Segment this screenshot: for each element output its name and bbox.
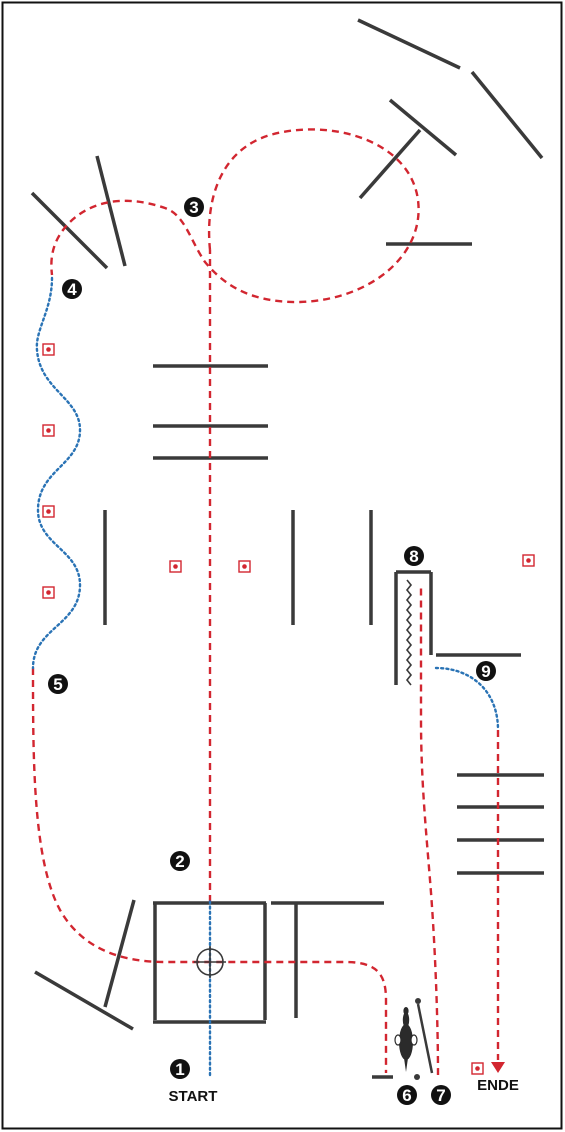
marker-5: 5 <box>48 674 68 694</box>
pole-top-left-b <box>95 155 127 267</box>
marker-7: 7 <box>431 1085 451 1105</box>
pole-end-dot-bottom <box>414 1074 420 1080</box>
pole-top-right-a <box>357 18 461 70</box>
start-label: START <box>169 1088 218 1105</box>
ground-marker <box>238 560 251 573</box>
marker-9: 9 <box>476 661 496 681</box>
route-dashed <box>31 128 500 1076</box>
marker-1-badge <box>170 1059 190 1079</box>
route-serpentine <box>31 276 82 670</box>
marker-6: 6 <box>397 1085 417 1105</box>
target-circle <box>194 946 226 978</box>
route-right-to-8 <box>419 585 440 1076</box>
marker-4: 4 <box>62 279 82 299</box>
marker-8-badge <box>404 546 424 566</box>
pole-end-dot-top <box>415 998 421 1004</box>
horse-icon <box>394 1007 418 1072</box>
pole-bottom-left-b <box>103 899 136 1008</box>
route-curve-9 <box>434 666 500 732</box>
pole-bottom-left-a <box>34 970 134 1031</box>
marker-7-badge <box>431 1085 451 1105</box>
route-left-bottom <box>31 667 388 1073</box>
marker-8: 8 <box>404 546 424 566</box>
route-top-loop <box>50 128 420 304</box>
pole-top-right-c <box>388 98 458 157</box>
ground-marker <box>42 343 55 356</box>
pole-near-horse <box>416 1003 434 1074</box>
marker-5-badge <box>48 674 68 694</box>
pole-top-right-b <box>470 70 544 160</box>
zigzag-wave <box>405 579 413 686</box>
ground-marker <box>522 554 535 567</box>
marker-1: 1 <box>170 1059 190 1079</box>
marker-8-label: 8 <box>409 547 418 566</box>
ground-markers <box>42 343 535 1075</box>
marker-2: 2 <box>170 851 190 871</box>
ground-marker <box>42 505 55 518</box>
marker-1-label: 1 <box>175 1060 184 1079</box>
end-arrow <box>491 1062 505 1073</box>
marker-7-label: 7 <box>436 1086 445 1105</box>
pole-top-right-d <box>358 128 422 200</box>
marker-3-badge <box>184 197 204 217</box>
marker-5-label: 5 <box>53 675 62 694</box>
end-label: ENDE <box>477 1077 519 1094</box>
ground-marker <box>169 560 182 573</box>
marker-6-badge <box>397 1085 417 1105</box>
ground-marker <box>471 1062 484 1075</box>
marker-9-badge <box>476 661 496 681</box>
marker-4-label: 4 <box>67 280 77 299</box>
marker-3: 3 <box>184 197 204 217</box>
ground-marker <box>42 424 55 437</box>
marker-6-label: 6 <box>402 1086 411 1105</box>
ground-marker <box>42 586 55 599</box>
marker-3-label: 3 <box>189 198 198 217</box>
marker-2-label: 2 <box>175 852 184 871</box>
pole-top-left-a <box>30 191 109 270</box>
obstacles <box>30 18 544 1079</box>
marker-4-badge <box>62 279 82 299</box>
marker-9-label: 9 <box>481 662 490 681</box>
marker-2-badge <box>170 851 190 871</box>
route-dotted <box>31 276 500 1077</box>
